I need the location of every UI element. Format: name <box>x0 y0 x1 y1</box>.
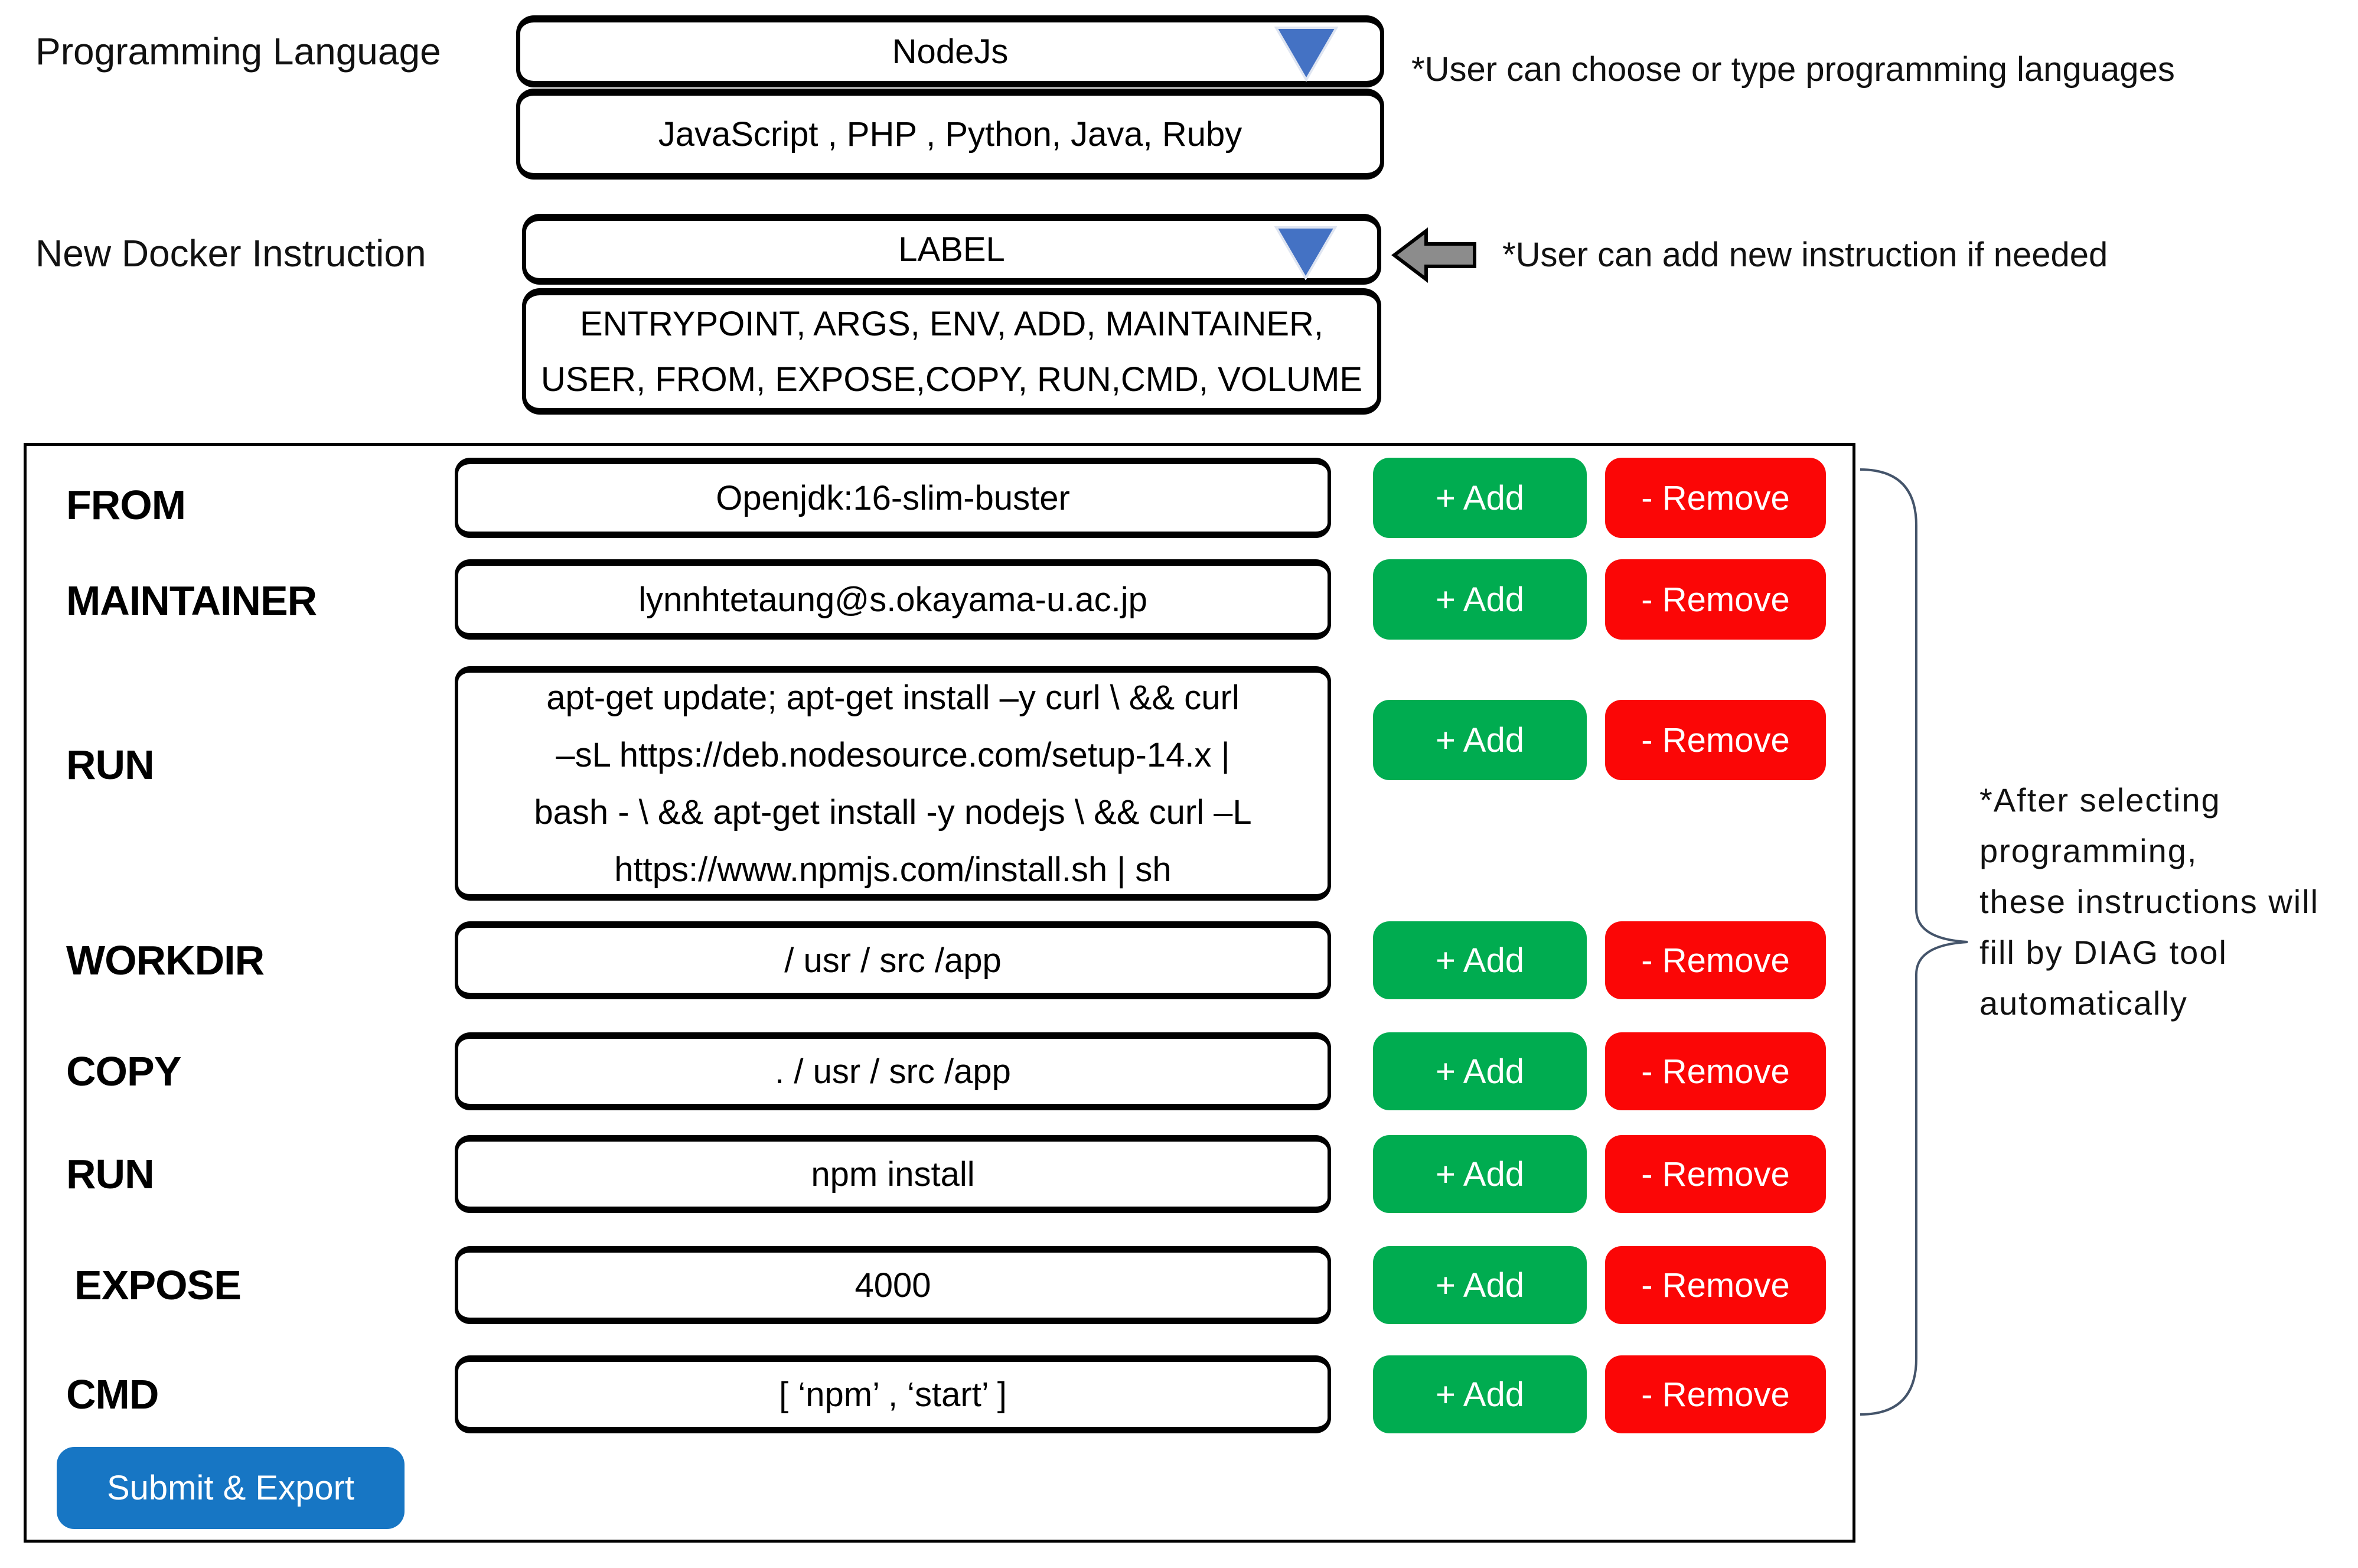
add-button[interactable]: + Add <box>1373 1032 1587 1110</box>
row-label-run: RUN <box>66 742 155 788</box>
add-button[interactable]: + Add <box>1373 1246 1587 1324</box>
left-block-arrow-icon <box>1391 227 1476 283</box>
new-docker-instruction-select[interactable]: LABEL <box>522 214 1381 285</box>
programming-language-note: *User can choose or type programming lan… <box>1411 50 2175 89</box>
add-button[interactable]: + Add <box>1373 1135 1587 1213</box>
curly-brace <box>1860 468 1968 1416</box>
remove-button[interactable]: - Remove <box>1605 921 1826 999</box>
submit-export-button[interactable]: Submit & Export <box>57 1447 405 1529</box>
add-button[interactable]: + Add <box>1373 700 1587 780</box>
dropdown-arrow-icon[interactable] <box>1274 26 1338 82</box>
row-label-from: FROM <box>66 482 186 528</box>
maintainer-input[interactable]: lynnhtetaung@s.okayama-u.ac.jp <box>455 559 1331 640</box>
programming-language-options-list: JavaScript , PHP , Python, Java, Ruby <box>516 89 1384 180</box>
row-label-run2: RUN <box>66 1151 155 1197</box>
workdir-input[interactable]: / usr / src /app <box>455 921 1331 999</box>
row-label-copy: COPY <box>66 1048 181 1094</box>
new-docker-instruction-label: New Docker Instruction <box>35 232 426 275</box>
remove-button[interactable]: - Remove <box>1605 700 1826 780</box>
run-input[interactable]: apt-get update; apt-get install –y curl … <box>455 666 1331 901</box>
programming-language-selected-value: NodeJs <box>892 32 1009 71</box>
add-button[interactable]: + Add <box>1373 559 1587 640</box>
remove-button[interactable]: - Remove <box>1605 1032 1826 1110</box>
dropdown-arrow-icon[interactable] <box>1274 226 1337 280</box>
expose-input[interactable]: 4000 <box>455 1246 1331 1324</box>
remove-button[interactable]: - Remove <box>1605 1135 1826 1213</box>
row-label-expose: EXPOSE <box>74 1262 242 1308</box>
row-label-cmd: CMD <box>66 1371 159 1417</box>
row-label-workdir: WORKDIR <box>66 937 265 983</box>
remove-button[interactable]: - Remove <box>1605 559 1826 640</box>
remove-button[interactable]: - Remove <box>1605 1246 1826 1324</box>
remove-button[interactable]: - Remove <box>1605 458 1826 538</box>
cmd-input[interactable]: [ ‘npm’ , ‘start’ ] <box>455 1355 1331 1433</box>
add-button[interactable]: + Add <box>1373 921 1587 999</box>
new-docker-instruction-note: *User can add new instruction if needed <box>1502 235 2108 274</box>
programming-language-select[interactable]: NodeJs <box>516 15 1384 87</box>
from-input[interactable]: Openjdk:16-slim-buster <box>455 458 1331 538</box>
programming-language-label: Programming Language <box>35 30 441 73</box>
auto-fill-note: *After selecting programming, these inst… <box>1979 781 2320 1022</box>
row-label-maintainer: MAINTAINER <box>66 578 317 624</box>
add-button[interactable]: + Add <box>1373 458 1587 538</box>
add-button[interactable]: + Add <box>1373 1355 1587 1433</box>
new-docker-instruction-selected-value: LABEL <box>898 230 1005 269</box>
copy-input[interactable]: . / usr / src /app <box>455 1032 1331 1110</box>
run2-input[interactable]: npm install <box>455 1135 1331 1213</box>
remove-button[interactable]: - Remove <box>1605 1355 1826 1433</box>
new-docker-instruction-options-list: ENTRYPOINT, ARGS, ENV, ADD, MAINTAINER, … <box>522 288 1381 415</box>
